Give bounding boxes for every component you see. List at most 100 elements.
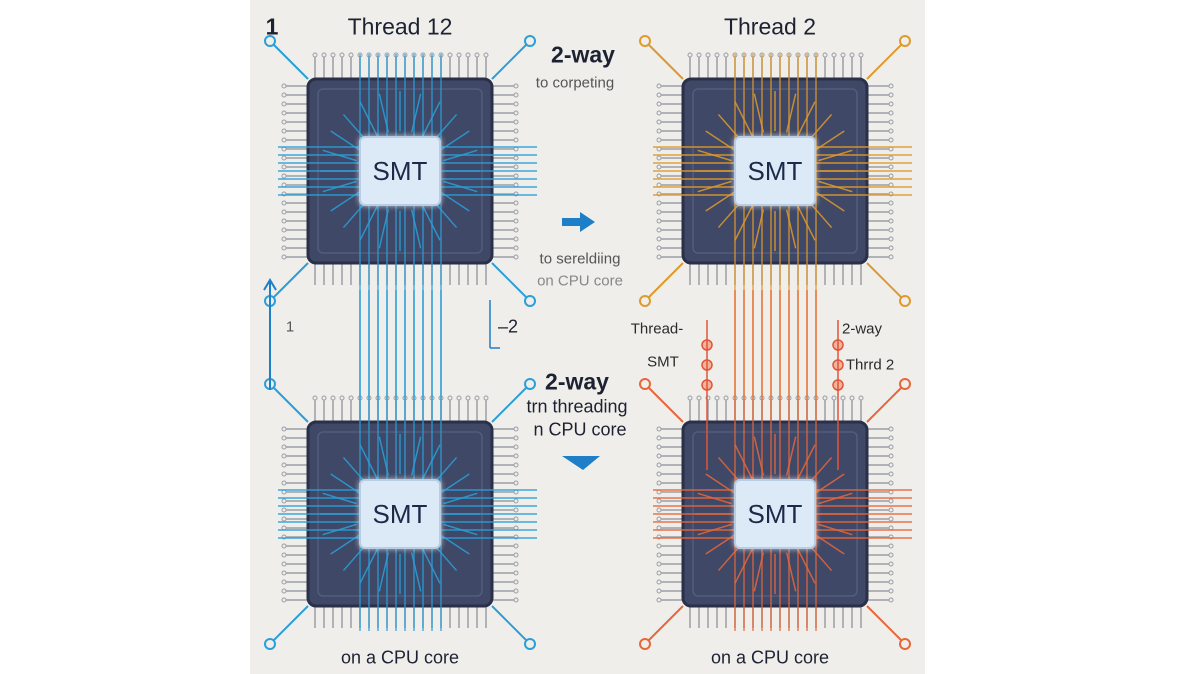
diagram-canvas: SMT SMT SMT SMT 1 Thread 12 Thread 2 2-w… — [250, 0, 925, 674]
corner-node — [899, 638, 911, 650]
pin-head — [513, 462, 519, 468]
corner-lead — [271, 385, 309, 423]
pin-head — [281, 218, 287, 224]
pin-head — [281, 227, 287, 233]
pin-head — [888, 254, 894, 260]
pin-head — [888, 137, 894, 143]
arrow-down-icon — [562, 456, 600, 470]
pin-head — [656, 534, 662, 540]
pin-head — [656, 426, 662, 432]
cpu-core-text: n CPU core — [533, 419, 627, 440]
pin-head — [656, 92, 662, 98]
pin-head — [656, 480, 662, 486]
pin-head — [281, 561, 287, 567]
pin-head — [513, 597, 519, 603]
pin-head — [656, 543, 662, 549]
pin-head — [696, 395, 702, 401]
pin-head — [888, 128, 894, 134]
corner-lead — [866, 385, 904, 423]
pin-head — [656, 588, 662, 594]
two-way-top: 2-way — [551, 41, 615, 68]
smt-chip-label-top-right: SMT — [734, 136, 816, 206]
pin-head — [656, 570, 662, 576]
minus-two-label: –2 — [497, 316, 519, 337]
pin-head — [888, 83, 894, 89]
pin-head — [888, 597, 894, 603]
trace — [785, 436, 797, 476]
corner-lead — [271, 42, 309, 80]
pin-head — [888, 588, 894, 594]
pin-head — [656, 164, 662, 170]
pin-head — [447, 52, 453, 58]
pin-head — [888, 516, 894, 522]
pin-head — [888, 507, 894, 513]
pin-head — [840, 395, 846, 401]
pin-head — [849, 395, 855, 401]
pin-head — [888, 552, 894, 558]
corner-node — [639, 638, 651, 650]
pin-head — [656, 173, 662, 179]
pin-head — [513, 245, 519, 251]
pin-head — [888, 173, 894, 179]
corner-node — [899, 378, 911, 390]
pin-head — [447, 395, 453, 401]
pin-head — [513, 155, 519, 161]
pin-head — [281, 588, 287, 594]
pin-head — [348, 52, 354, 58]
pin-head — [714, 395, 720, 401]
diagram-svg — [263, 35, 912, 650]
pin-head — [888, 561, 894, 567]
thread-right-title: Thread 2 — [723, 13, 817, 40]
pin-head — [656, 227, 662, 233]
pin-head — [888, 218, 894, 224]
thrrd-2-label: Thrrd 2 — [845, 356, 895, 374]
corner-lead — [646, 385, 684, 423]
pin-head — [281, 462, 287, 468]
pin-head — [513, 498, 519, 504]
pin-head — [513, 426, 519, 432]
pin-head — [513, 444, 519, 450]
pin-head — [656, 119, 662, 125]
pin-head — [831, 52, 837, 58]
pin-head — [513, 164, 519, 170]
pin-head — [888, 471, 894, 477]
pin-head — [656, 444, 662, 450]
pin-head — [656, 245, 662, 251]
pin-head — [513, 453, 519, 459]
pin-head — [656, 101, 662, 107]
pin-head — [840, 52, 846, 58]
pin-head — [312, 52, 318, 58]
corner-lead — [491, 605, 529, 643]
pin-head — [281, 173, 287, 179]
pin-head — [339, 52, 345, 58]
corner-node — [524, 638, 536, 650]
corner-lead — [271, 605, 309, 643]
two-way-mid: 2-way — [545, 368, 609, 395]
trace — [410, 209, 422, 249]
corner-lead — [866, 605, 904, 643]
pin-head — [696, 52, 702, 58]
pin-head — [281, 552, 287, 558]
corner-node — [639, 35, 651, 47]
pin-head — [312, 395, 318, 401]
pin-head — [281, 570, 287, 576]
pin-head — [281, 534, 287, 540]
pin-head — [656, 552, 662, 558]
pin-head — [465, 395, 471, 401]
pin-head — [656, 579, 662, 585]
pin-head — [281, 254, 287, 260]
pin-head — [656, 236, 662, 242]
corner-lead — [866, 42, 904, 80]
pin-head — [888, 498, 894, 504]
pin-head — [656, 516, 662, 522]
pin-head — [348, 395, 354, 401]
pin-head — [513, 137, 519, 143]
corner-number: 1 — [265, 13, 279, 40]
corner-node — [524, 295, 536, 307]
pin-head — [281, 236, 287, 242]
trace — [785, 209, 797, 249]
pin-head — [281, 110, 287, 116]
pin-head — [656, 200, 662, 206]
pin-head — [513, 588, 519, 594]
trace — [410, 93, 422, 133]
